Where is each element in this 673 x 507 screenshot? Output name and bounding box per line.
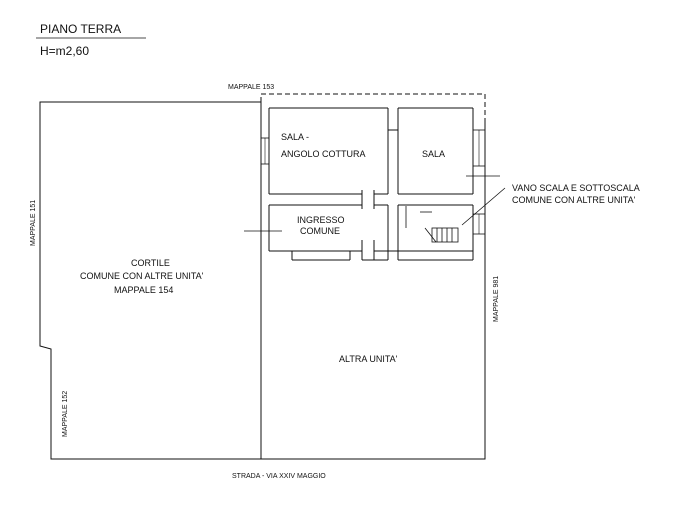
room-cortile-line2: COMUNE CON ALTRE UNITA' bbox=[80, 271, 204, 281]
room-cortile-line1: CORTILE bbox=[131, 258, 170, 268]
lot-boundary bbox=[39, 101, 486, 460]
callout-line2: COMUNE CON ALTRE UNITA' bbox=[512, 195, 636, 205]
label-south-boundary: STRADA - VIA XXIV MAGGIO bbox=[232, 473, 326, 480]
callout-line1: VANO SCALA E SOTTOSCALA bbox=[512, 183, 640, 193]
dashed-boundary bbox=[260, 93, 486, 122]
label-east-boundary: MAPPALE 981 bbox=[493, 276, 500, 322]
plan-title: PIANO TERRA bbox=[40, 22, 121, 36]
windows bbox=[260, 129, 486, 235]
label-north-boundary: MAPPALE 153 bbox=[228, 84, 274, 91]
room-cortile-line3: MAPPALE 154 bbox=[114, 285, 173, 295]
callout-leader bbox=[461, 187, 506, 226]
room-sala-angolo-line2: ANGOLO COTTURA bbox=[281, 149, 366, 159]
label-west-boundary-upper: MAPPALE 151 bbox=[30, 200, 37, 246]
entry-door bbox=[244, 222, 282, 240]
height-note: H=m2,60 bbox=[40, 44, 89, 58]
room-ingresso-line1: INGRESSO bbox=[297, 215, 345, 225]
room-altra-unita: ALTRA UNITA' bbox=[339, 354, 398, 364]
stair-symbol bbox=[405, 206, 459, 243]
room-sala-angolo-line1: SALA - bbox=[281, 132, 309, 142]
room-ingresso-line2: COMUNE bbox=[300, 226, 340, 236]
room-sala: SALA bbox=[422, 149, 445, 159]
label-west-boundary-lower: MAPPALE 152 bbox=[62, 391, 69, 437]
